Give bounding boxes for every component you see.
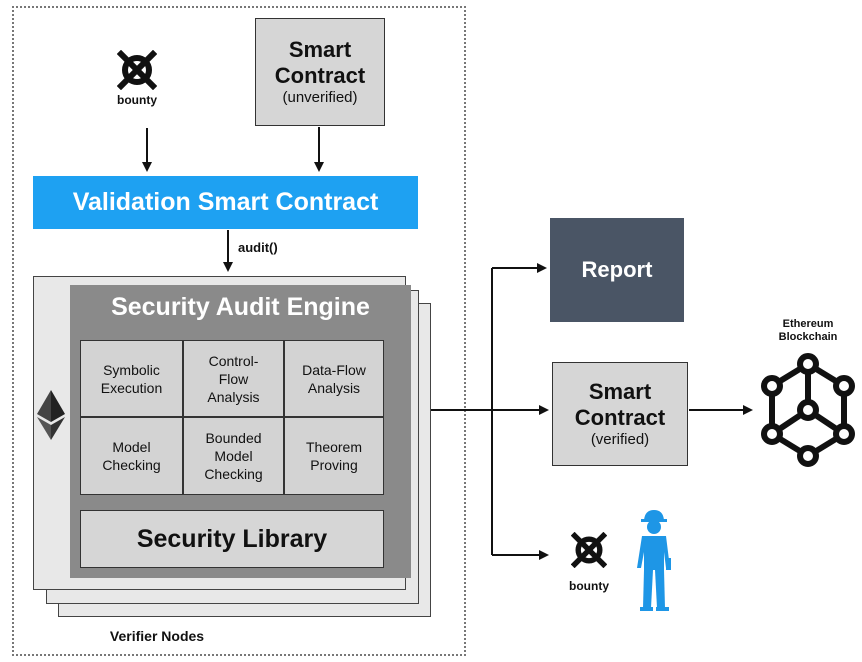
cell-line: Analysis (207, 388, 260, 405)
bounty-q-icon (570, 531, 608, 569)
cell-line: Model (214, 448, 253, 464)
audit-call-label: audit() (238, 240, 278, 255)
blockchain-icon-wrap (756, 352, 860, 470)
ethereum-icon-wrap (37, 390, 65, 440)
contract-unverified-line1: Smart (288, 37, 352, 62)
cell-line: Checking (102, 457, 161, 473)
blockchain-label-line2: Blockchain (778, 331, 838, 343)
contract-unverified-line2: Contract (274, 63, 366, 88)
cell-line: Theorem (305, 439, 363, 455)
report-box: Report (550, 218, 684, 322)
contract-verified-subtitle: (verified) (590, 431, 650, 448)
smart-contract-unverified: Smart Contract (unverified) (255, 18, 385, 126)
bounty-output-label: bounty (569, 579, 609, 593)
engine-title: Security Audit Engine (111, 293, 370, 321)
ethereum-icon (37, 390, 65, 440)
cell-line: Data-Flow (302, 361, 366, 378)
cell-data-flow-analysis: Data-Flow Analysis (284, 340, 384, 417)
cell-line: Control- (208, 352, 259, 369)
contract-verified-line2: Contract (574, 405, 666, 430)
cell-line: Symbolic (103, 361, 160, 378)
cell-line: Model (112, 439, 151, 455)
cell-bounded-model-checking: Bounded Model Checking (183, 417, 284, 495)
verifier-nodes-frame (12, 6, 466, 656)
cell-line: Analysis (307, 379, 361, 396)
smart-contract-verified: Smart Contract (verified) (552, 362, 688, 466)
cell-theorem-proving: Theorem Proving (284, 417, 384, 495)
cell-line: Bounded (205, 430, 262, 446)
cell-symbolic-execution: Symbolic Execution (80, 340, 183, 417)
security-library: Security Library (80, 510, 384, 568)
worker-person-icon (637, 510, 671, 611)
verifier-nodes-label: Verifier Nodes (109, 628, 205, 644)
bounty-input-label: bounty (117, 93, 157, 107)
blockchain-label-line1: Ethereum (782, 318, 834, 330)
cell-line: Execution (100, 379, 163, 396)
contract-unverified-subtitle: (unverified) (282, 89, 358, 106)
contract-verified-line1: Smart (588, 379, 652, 404)
cell-line: Checking (204, 466, 263, 482)
bounty-output-icon-wrap (570, 531, 608, 569)
cell-line: Proving (310, 457, 358, 473)
cell-line: Flow (218, 370, 249, 387)
validation-smart-contract: Validation Smart Contract (33, 176, 418, 229)
worker-person-icon-wrap (626, 508, 682, 612)
bounty-q-icon (116, 49, 158, 91)
security-audit-engine: Security Audit Engine Symbolic Execution… (70, 285, 411, 578)
blockchain-network-icon (761, 353, 855, 467)
cell-control-flow-analysis: Control- Flow Analysis (183, 340, 284, 417)
bounty-input-icon-wrap (116, 49, 158, 91)
cell-model-checking: Model Checking (80, 417, 183, 495)
blockchain-label: Ethereum Blockchain (772, 318, 844, 344)
